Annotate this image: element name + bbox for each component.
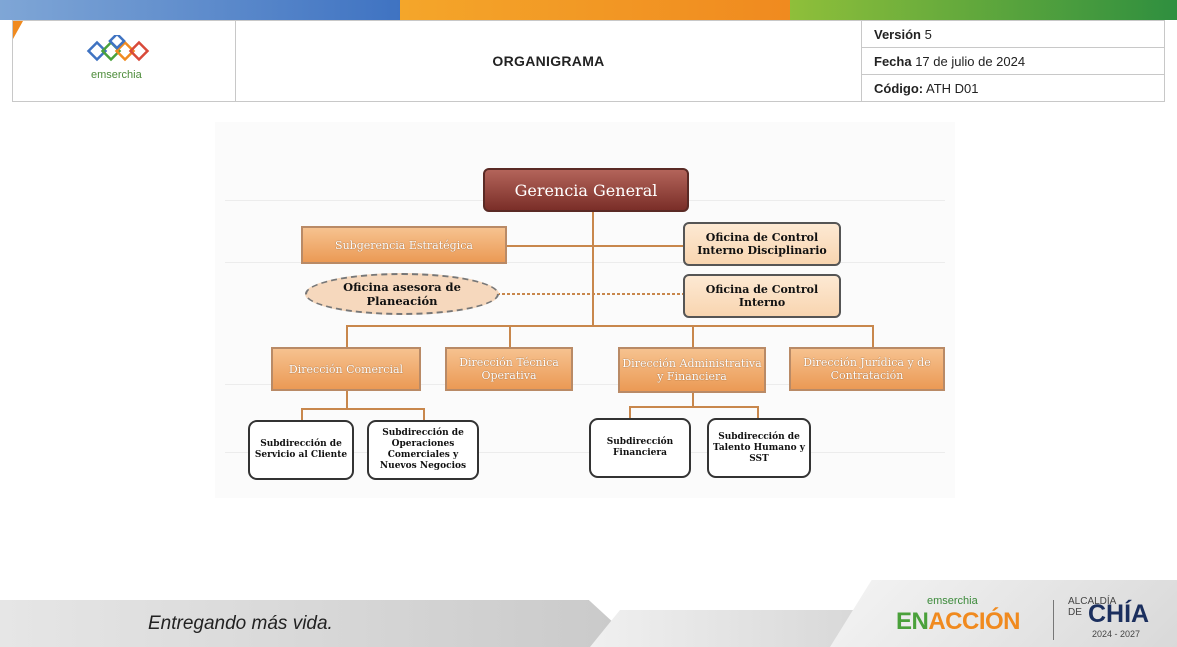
code-value: ATH D01	[926, 80, 979, 96]
logo-cell: emserchia	[12, 20, 236, 102]
document-title: ORGANIGRAMA	[235, 20, 862, 102]
background-scan-line	[225, 262, 945, 263]
footer-divider	[1053, 600, 1054, 640]
org-box-gerencia-general: Gerencia General	[483, 168, 689, 212]
footer-brand-small: emserchia	[927, 595, 978, 607]
footer-brand-panel	[830, 580, 1177, 647]
connector-dir-3	[692, 325, 694, 347]
connector-dir-4	[872, 325, 874, 347]
years-label: 2024 - 2027	[1092, 629, 1141, 639]
top-color-band	[0, 0, 1177, 20]
org-box-sub-servicio-cliente: Subdirección de Servicio al Cliente	[248, 420, 354, 480]
connector-comercial-subs	[301, 408, 425, 410]
emserchia-logo-icon	[86, 35, 150, 62]
connector-admin-down	[692, 392, 694, 406]
code-cell: Código: ATH D01	[861, 74, 1165, 102]
background-scan-line	[225, 452, 945, 453]
page-footer: Entregando más vida. emserchia ENACCIÓN …	[0, 580, 1177, 647]
org-box-sub-talento-humano: Subdirección de Talento Humano y SST	[707, 418, 811, 478]
de-label: DE	[1068, 607, 1082, 618]
band-blue	[0, 0, 400, 20]
logo-text: emserchia	[91, 69, 142, 81]
band-orange	[400, 0, 790, 20]
connector-admin-subs	[629, 406, 759, 408]
org-box-sub-financiera: Subdirección Financiera	[589, 418, 691, 478]
org-box-direccion-juridica: Dirección Jurídica y de Contratación	[789, 347, 945, 391]
connector-sub-4	[757, 406, 759, 418]
code-label: Código:	[874, 80, 924, 96]
version-label: Versión	[874, 26, 921, 42]
org-box-control-disciplinario: Oficina de Control Interno Disciplinario	[683, 222, 841, 266]
org-oval-asesora-planeacion: Oficina asesora de Planeación	[305, 273, 499, 315]
document-header: emserchia ORGANIGRAMA Versión 5 Fecha 17…	[12, 20, 1165, 102]
footer-bar	[0, 600, 640, 647]
org-box-sub-operaciones: Subdirección de Operaciones Comerciales …	[367, 420, 479, 480]
date-value: 17 de julio de 2024	[915, 53, 1026, 69]
connector-dir-1	[346, 325, 348, 347]
orange-corner-mark	[13, 21, 23, 39]
footer-slogan: Entregando más vida.	[148, 613, 333, 634]
version-value: 5	[924, 26, 932, 42]
alcaldia-label: ALCALDÍA	[1068, 596, 1117, 607]
connector-level2	[497, 293, 683, 295]
brand-accion: ACCIÓN	[928, 608, 1021, 635]
connector-dir-2	[509, 325, 511, 347]
connector-sub-1	[301, 408, 303, 420]
chia-label: CHÍA	[1088, 600, 1150, 628]
connector-main-vertical	[592, 212, 594, 326]
band-green	[790, 0, 1177, 20]
date-label: Fecha	[874, 53, 912, 69]
version-cell: Versión 5	[861, 20, 1165, 48]
connector-sub-3	[629, 406, 631, 418]
org-box-subgerencia: Subgerencia Estratégica	[301, 226, 507, 264]
connector-comercial-down	[346, 390, 348, 408]
date-cell: Fecha 17 de julio de 2024	[861, 47, 1165, 75]
org-chart: Gerencia General Subgerencia Estratégica…	[215, 122, 955, 498]
brand-en: EN	[896, 608, 929, 635]
footer-brand-logo: ENACCIÓN	[896, 608, 1021, 636]
background-scan-line	[225, 384, 945, 385]
org-box-direccion-comercial: Dirección Comercial	[271, 347, 421, 391]
connector-level1	[507, 245, 683, 247]
connector-sub-2	[423, 408, 425, 420]
connector-directions	[346, 325, 872, 327]
org-box-control-interno: Oficina de Control Interno	[683, 274, 841, 318]
org-box-direccion-administrativa: Dirección Administrativa y Financiera	[618, 347, 766, 393]
org-box-direccion-tecnica: Dirección Técnica Operativa	[445, 347, 573, 391]
